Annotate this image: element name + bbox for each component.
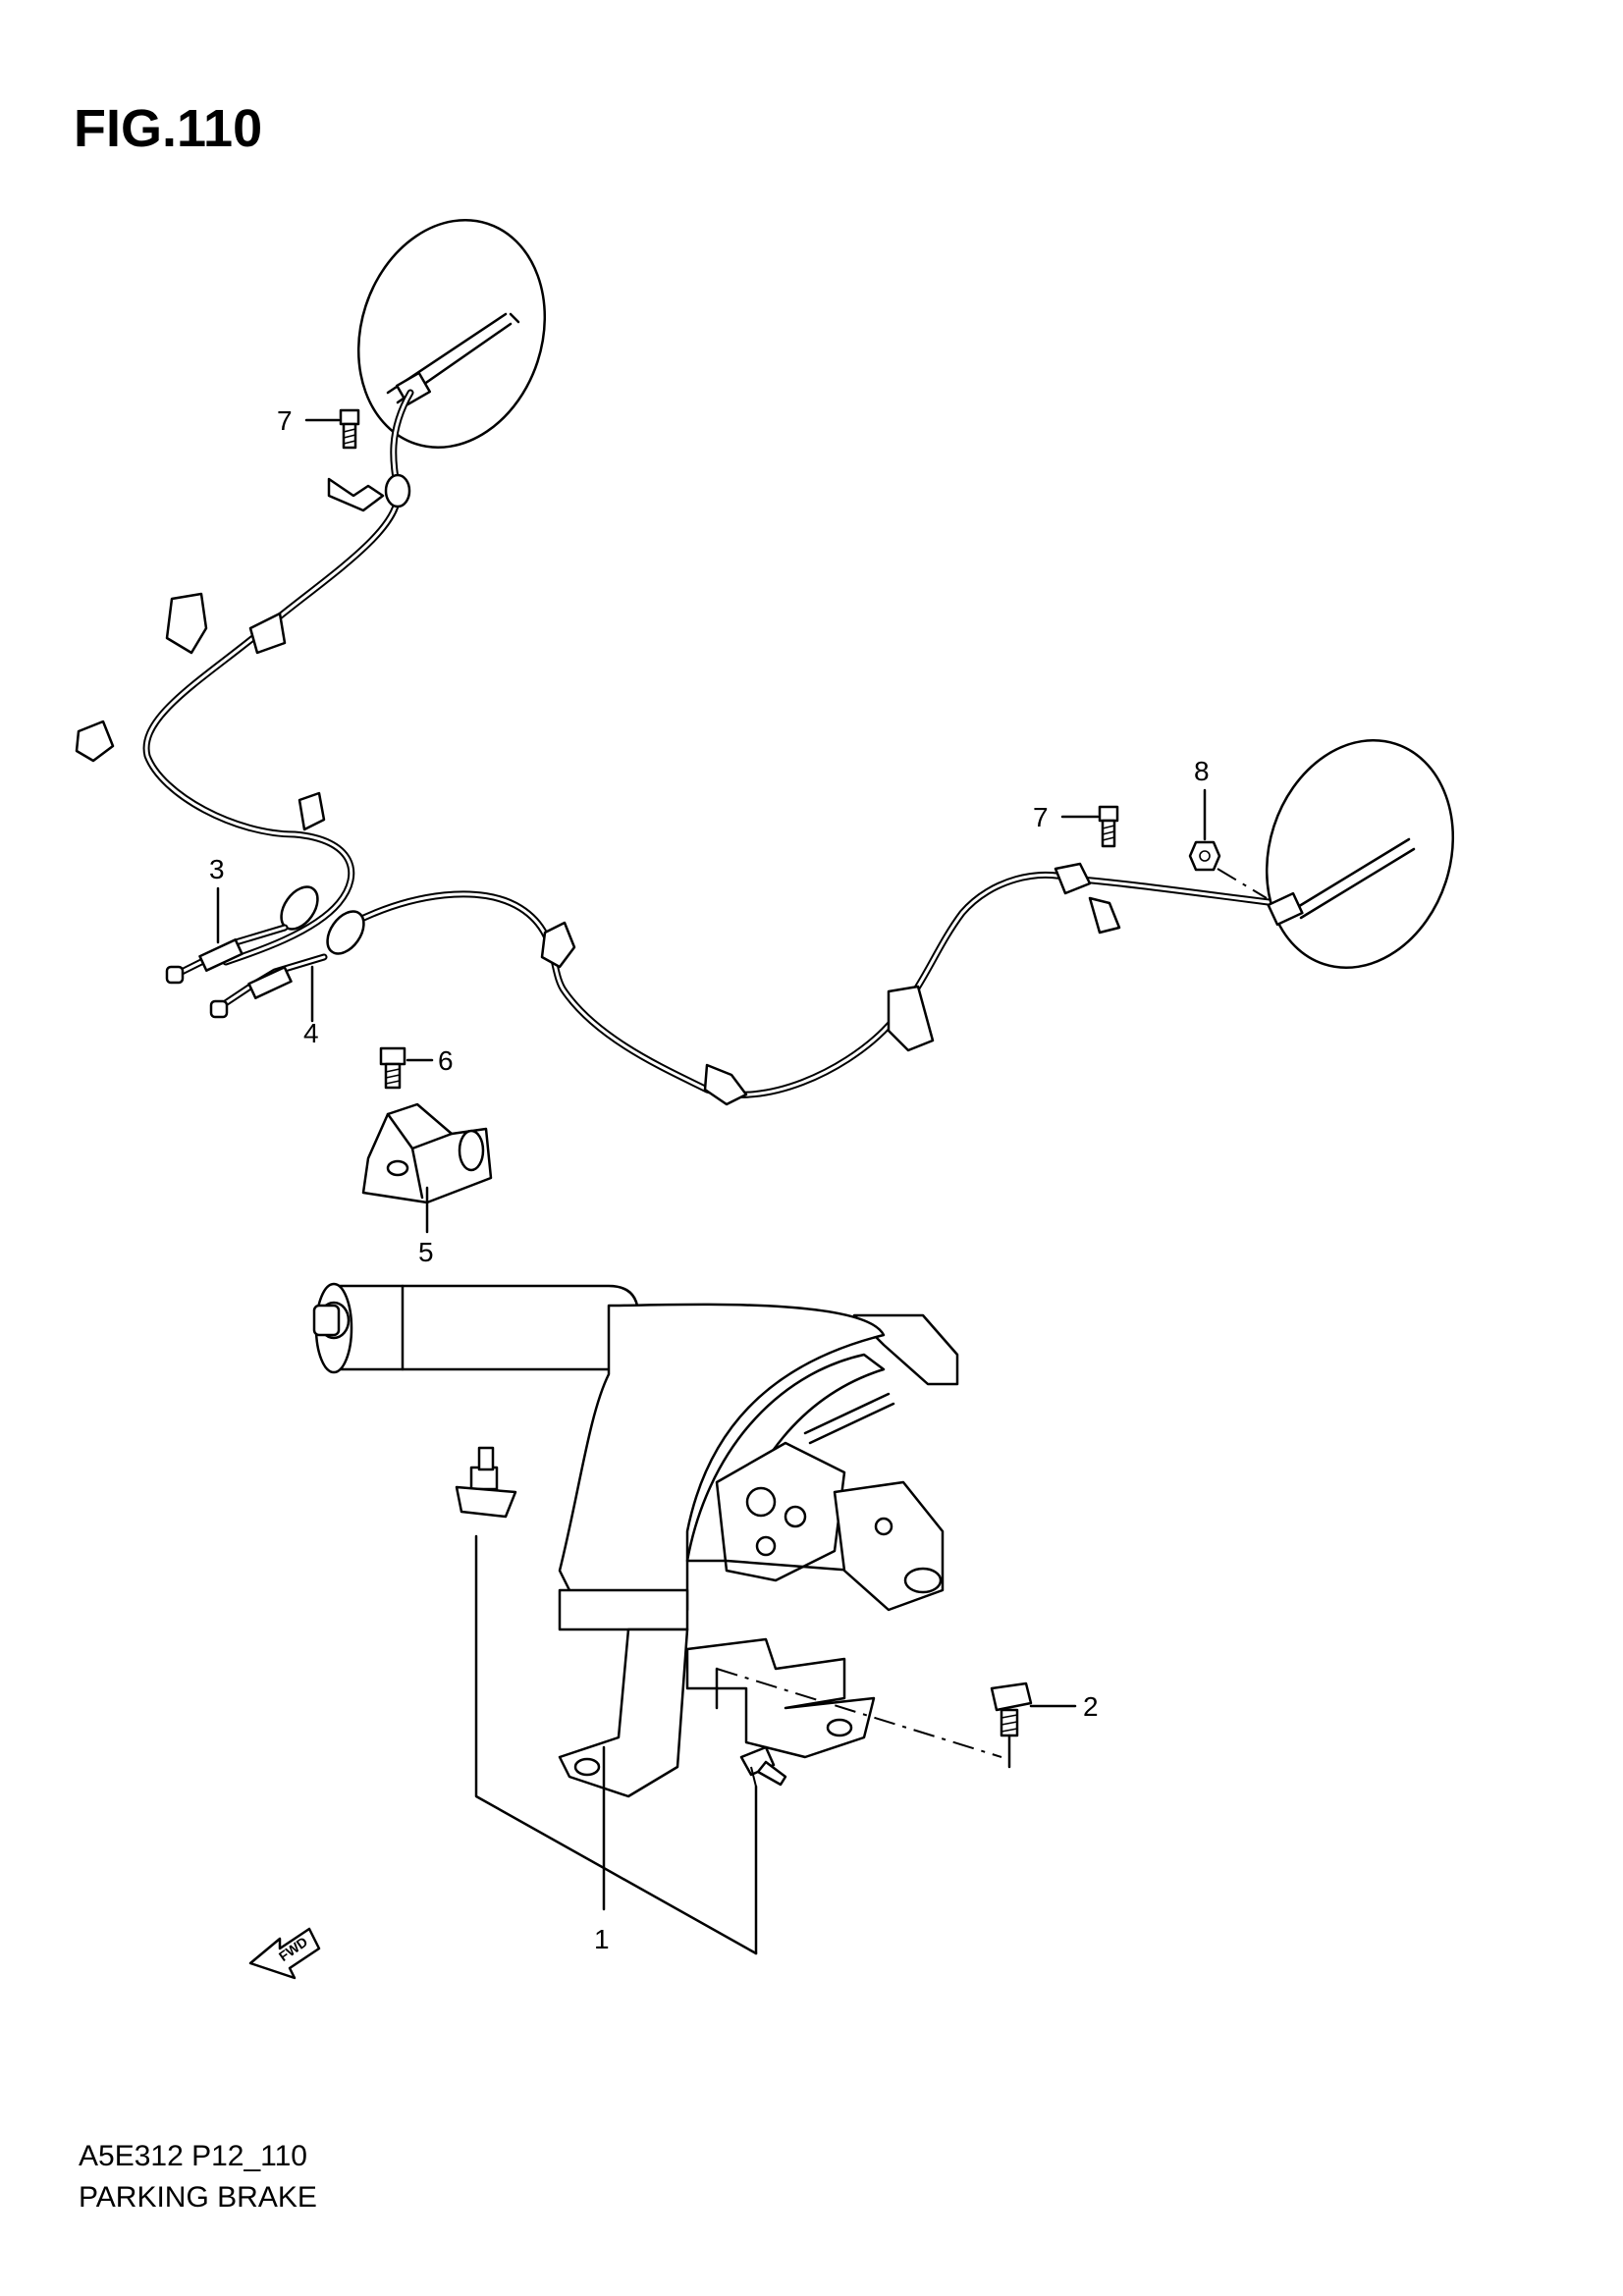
callout-1: 1 [594, 1924, 610, 1954]
callout-5: 5 [418, 1237, 434, 1267]
rear-cable-right [326, 862, 1280, 1106]
callout-2: 2 [1083, 1691, 1099, 1722]
callout-3: 3 [209, 854, 225, 884]
bracket-5 [361, 1102, 493, 1204]
adjuster-cable-3 [165, 924, 289, 985]
bolt-7-right [1098, 805, 1119, 848]
screw [739, 1745, 787, 1787]
callout-7-right: 7 [1033, 802, 1049, 832]
callout-8: 8 [1194, 756, 1210, 786]
parking-brake-lever-assy [312, 1282, 959, 1798]
nut-8 [1188, 840, 1221, 872]
fwd-arrow-icon: FWD [248, 1927, 321, 1980]
rear-cable-left [75, 389, 414, 966]
figure-title: FIG.110 [74, 99, 263, 158]
callout-6: 6 [438, 1045, 454, 1076]
callout-4: 4 [303, 1018, 319, 1048]
figure-name: PARKING BRAKE [79, 2181, 317, 2214]
figure-code: A5E312 P12_110 [79, 2140, 307, 2172]
adjuster-cable-4 [209, 953, 328, 1019]
bolt-6 [379, 1046, 406, 1090]
brake-backing-plate-right [1265, 738, 1455, 970]
brake-backing-plate-left [356, 218, 547, 450]
callout-7-left: 7 [277, 405, 293, 436]
bolt-7-left [339, 408, 360, 450]
bolt-2 [990, 1682, 1033, 1737]
